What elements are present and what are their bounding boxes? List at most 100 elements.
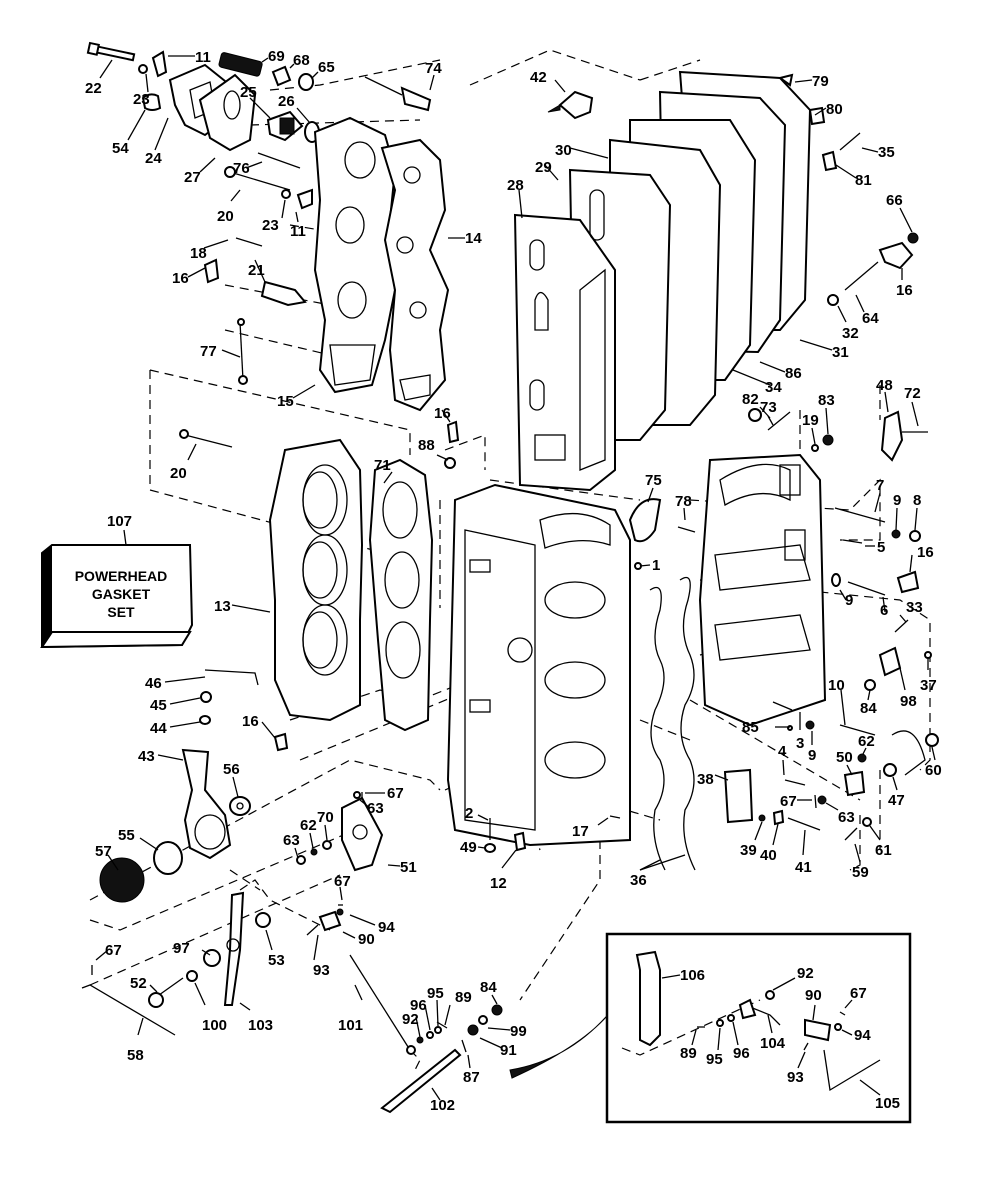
callout-67-b: 67 xyxy=(387,785,404,802)
fitting-68-icon xyxy=(271,65,292,87)
clip-79-icon xyxy=(777,73,794,87)
callout-93: 93 xyxy=(313,962,330,979)
callout-42: 42 xyxy=(530,69,547,86)
fitting-45-icon xyxy=(200,691,212,703)
washer-23-icon xyxy=(138,64,148,74)
callout-55: 55 xyxy=(118,827,135,844)
callout-90: 90 xyxy=(358,931,375,948)
washer-62-icon xyxy=(857,753,867,763)
callout-58: 58 xyxy=(127,1047,144,1064)
pin-37-icon xyxy=(924,651,932,659)
callout-88: 88 xyxy=(418,437,435,454)
callout-104: 104 xyxy=(760,1035,786,1052)
washer-23b-icon xyxy=(281,189,291,199)
clip-16b-icon xyxy=(878,241,914,270)
dowel-3-icon xyxy=(772,701,793,711)
callout-73: 73 xyxy=(760,399,777,416)
callout-95-b: 95 xyxy=(706,1051,723,1068)
washer-96-icon xyxy=(426,1031,434,1039)
callout-14: 14 xyxy=(465,230,482,247)
callout-103: 103 xyxy=(248,1017,273,1034)
clip-60-icon xyxy=(925,733,939,747)
head-hardware xyxy=(179,420,460,752)
callout-22: 22 xyxy=(85,80,102,97)
callout-90-b: 90 xyxy=(805,987,822,1004)
callout-67-c: 67 xyxy=(334,873,351,890)
callout-61: 61 xyxy=(875,842,892,859)
cylinder-head-13-icon xyxy=(268,438,364,722)
callout-52: 52 xyxy=(130,975,147,992)
callout-28: 28 xyxy=(507,177,524,194)
callout-93-b: 93 xyxy=(787,1069,804,1086)
callout-54: 54 xyxy=(112,140,129,157)
nut-53-icon xyxy=(255,912,271,928)
screw-93b-icon xyxy=(803,1042,809,1051)
callout-76: 76 xyxy=(233,160,250,177)
callout-3: 3 xyxy=(796,735,804,752)
exhaust-plates-assembly xyxy=(513,70,919,492)
rod-101-icon xyxy=(349,954,411,1051)
block-hardware xyxy=(484,408,939,853)
callout-102: 102 xyxy=(430,1097,455,1114)
callout-29: 29 xyxy=(535,159,552,176)
callout-30: 30 xyxy=(555,142,572,159)
washer-92b-icon xyxy=(765,990,775,1000)
callout-46: 46 xyxy=(145,675,162,692)
bracket-75-icon xyxy=(628,498,662,543)
washer-63b-icon xyxy=(353,791,361,799)
callout-96-b: 96 xyxy=(733,1045,750,1062)
bracket-98-icon xyxy=(878,646,902,677)
spring-57-icon xyxy=(99,857,145,903)
callout-16-c: 16 xyxy=(434,405,451,422)
washer-100-icon xyxy=(186,970,198,982)
callout-11: 11 xyxy=(195,49,211,66)
bracket-54-icon xyxy=(141,93,162,111)
callout-84-b: 84 xyxy=(480,979,497,996)
clip-16-icon xyxy=(203,258,220,284)
washer-40-icon xyxy=(772,809,785,826)
screw-59-icon xyxy=(844,827,858,841)
pin-67e-icon xyxy=(839,1011,846,1016)
callout-89-b: 89 xyxy=(680,1045,697,1062)
washer-9c-icon xyxy=(805,720,815,730)
callout-94-b: 94 xyxy=(854,1027,871,1044)
callout-38: 38 xyxy=(697,771,714,788)
callout-49: 49 xyxy=(460,839,477,856)
callout-71: 71 xyxy=(374,457,391,474)
nut-49-icon xyxy=(484,843,496,853)
kit-label-line-3: SET xyxy=(107,604,135,620)
callout-16-e: 16 xyxy=(242,713,259,730)
callout-59: 59 xyxy=(852,864,869,881)
link-77-icon xyxy=(239,321,244,381)
callout-75: 75 xyxy=(645,472,662,489)
pin-19-icon xyxy=(811,444,819,452)
callout-67-e: 67 xyxy=(850,985,867,1002)
clip-81-icon xyxy=(821,150,838,172)
callout-74: 74 xyxy=(425,60,442,77)
callout-63-c: 63 xyxy=(283,832,300,849)
nut-84b-icon xyxy=(491,1004,503,1016)
rod-74-icon xyxy=(364,76,403,96)
nut-83-icon xyxy=(822,434,834,446)
callout-92-b: 92 xyxy=(797,965,814,982)
callout-79: 79 xyxy=(812,73,829,90)
callout-66: 66 xyxy=(886,192,903,209)
screw-88-icon xyxy=(444,457,456,469)
callout-83: 83 xyxy=(818,392,835,409)
callout-11-b: 11 xyxy=(290,223,306,240)
callout-13: 13 xyxy=(214,598,231,615)
callout-70: 70 xyxy=(317,809,334,826)
gasket-27-icon xyxy=(198,73,257,152)
washer-62b-icon xyxy=(310,848,318,856)
callout-105: 105 xyxy=(875,1095,900,1112)
washer-56-icon xyxy=(229,796,251,816)
callout-62: 62 xyxy=(858,733,875,750)
callout-8: 8 xyxy=(913,492,921,509)
callout-39: 39 xyxy=(740,842,757,859)
washer-94-icon xyxy=(336,908,344,916)
callout-35: 35 xyxy=(878,144,895,161)
link-102-icon xyxy=(380,1048,462,1114)
callout-32: 32 xyxy=(842,325,859,342)
callout-63: 63 xyxy=(838,809,855,826)
washer-94b-icon xyxy=(834,1023,842,1031)
